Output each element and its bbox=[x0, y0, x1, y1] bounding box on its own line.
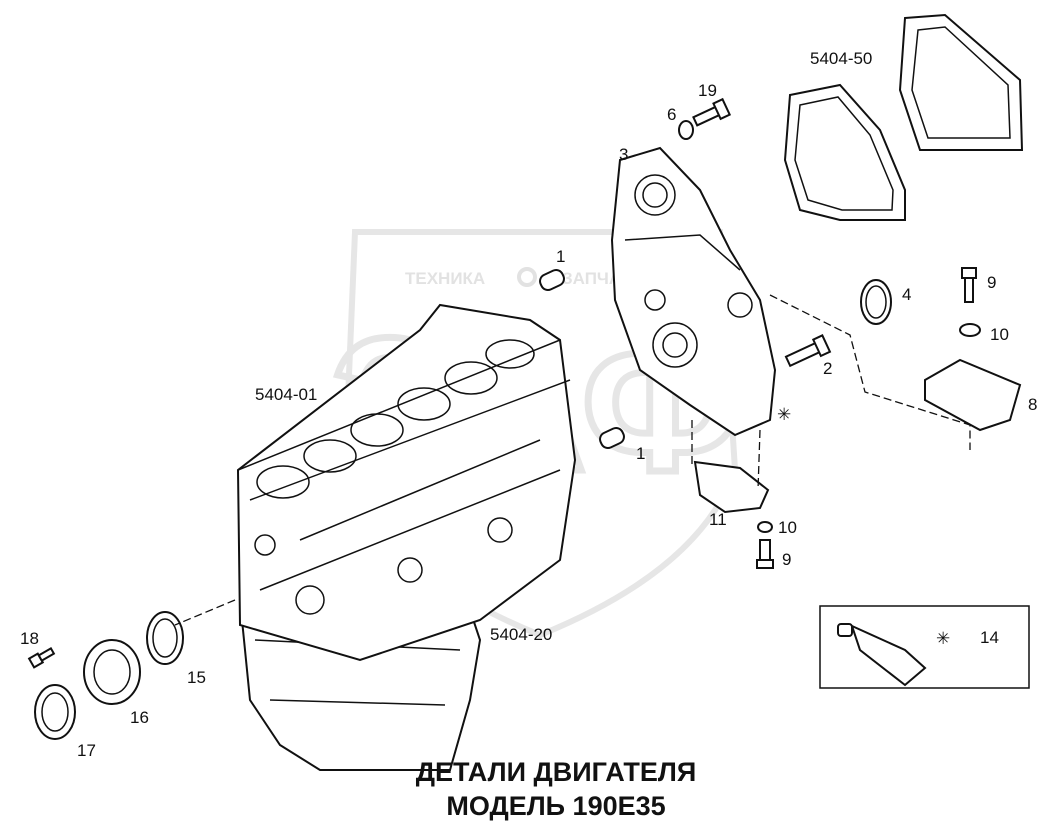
bolt-18 bbox=[27, 647, 56, 669]
dowel-pin-1-lower bbox=[599, 426, 625, 450]
seal-carrier-16 bbox=[83, 639, 141, 705]
cylinder-bores bbox=[256, 339, 535, 499]
sealant-mark-cover: ✳ bbox=[777, 405, 791, 424]
label-19: 19 bbox=[698, 81, 717, 100]
part-labels: 5404-01 5404-20 5404-50 1 1 2 3 4 6 8 9 … bbox=[20, 49, 1037, 760]
label-sump-5404-20: 5404-20 bbox=[490, 625, 552, 644]
diagram-title-line1: ДЕТАЛИ ДВИГАТЕЛЯ bbox=[416, 757, 696, 787]
label-15: 15 bbox=[187, 668, 206, 687]
label-4: 4 bbox=[902, 285, 911, 304]
label-10-top: 10 bbox=[990, 325, 1009, 344]
label-18: 18 bbox=[20, 629, 39, 648]
label-14: 14 bbox=[980, 628, 999, 647]
label-9-top: 9 bbox=[987, 273, 996, 292]
bolt-9-top bbox=[961, 267, 977, 303]
label-10-bottom: 10 bbox=[778, 518, 797, 537]
dowel-pin-1-upper bbox=[539, 268, 565, 292]
washer-10-bottom bbox=[757, 521, 773, 533]
gasket-11 bbox=[693, 460, 770, 514]
cylinder-block bbox=[236, 303, 577, 662]
cover-plate-8 bbox=[924, 358, 1022, 432]
label-11: 11 bbox=[709, 510, 727, 529]
sealant-mark-box: ✳ bbox=[936, 629, 950, 648]
sealant-box bbox=[819, 605, 1030, 689]
label-6: 6 bbox=[667, 105, 676, 124]
leader-lines bbox=[174, 294, 971, 626]
label-gasket-5404-50: 5404-50 bbox=[810, 49, 872, 68]
label-1-lower: 1 bbox=[636, 444, 645, 463]
watermark-left-text: ТЕХНИКА bbox=[405, 269, 485, 288]
bolt-9-bottom bbox=[756, 539, 774, 569]
label-3: 3 bbox=[619, 145, 628, 164]
label-16: 16 bbox=[130, 708, 149, 727]
label-17: 17 bbox=[77, 741, 96, 760]
gasket-5404-50 bbox=[783, 83, 906, 221]
sealant-tube-icon bbox=[837, 623, 927, 687]
bolt-19 bbox=[692, 97, 732, 127]
label-2: 2 bbox=[823, 359, 832, 378]
label-8: 8 bbox=[1028, 395, 1037, 414]
diagram-title-line2: МОДЕЛЬ 190Е35 bbox=[446, 791, 665, 821]
timing-cover bbox=[610, 146, 777, 437]
housing-cover-plate bbox=[898, 13, 1024, 151]
watermark-gear-icon bbox=[517, 267, 537, 287]
label-block-5404-01: 5404-01 bbox=[255, 385, 317, 404]
bolt-2 bbox=[784, 334, 832, 368]
label-9-bottom: 9 bbox=[782, 550, 791, 569]
washer-10-top bbox=[959, 323, 981, 337]
label-1-upper: 1 bbox=[556, 247, 565, 266]
washer-6 bbox=[678, 120, 694, 140]
